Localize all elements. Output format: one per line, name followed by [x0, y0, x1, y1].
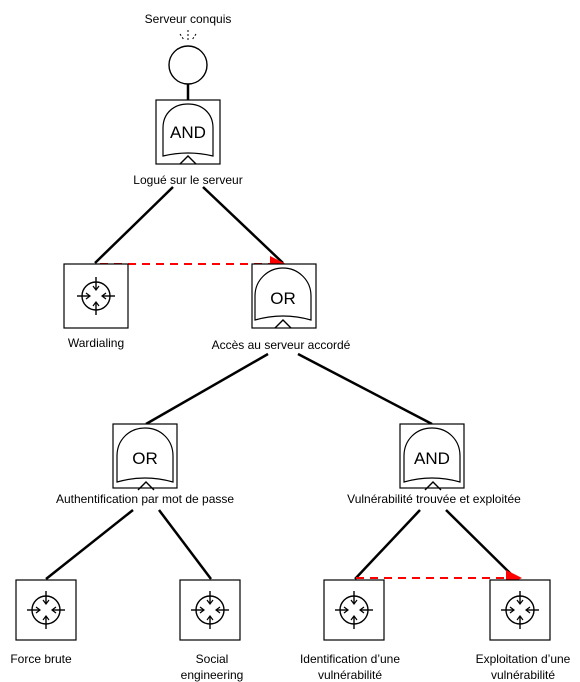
- gate-label: Vulnérabilité trouvée et exploitée: [347, 492, 521, 506]
- edge-logue-wardialing: [94, 186, 174, 264]
- gate-type-label: AND: [414, 449, 450, 468]
- edge-acces-vuln: [297, 352, 433, 426]
- leaf-wardialing: Wardialing: [63, 263, 129, 350]
- leaf-label: Force brute: [10, 652, 72, 666]
- leaf-label: Wardialing: [68, 336, 124, 350]
- gate-label: Authentification par mot de passe: [56, 492, 234, 506]
- edge-acces-auth: [145, 352, 269, 426]
- leaf-label-line2: vulnérabilité: [318, 668, 382, 682]
- edge-auth-forcebrute: [45, 509, 134, 580]
- gate-acces: OR Accès au serveur accordé: [212, 263, 351, 352]
- gate-label: Accès au serveur accordé: [212, 338, 351, 352]
- tree-edges: [45, 84, 517, 580]
- leaf-label-line1: Exploitation d’une: [476, 652, 571, 666]
- root-node: Serveur conquis: [145, 12, 232, 85]
- leaf-force-brute: Force brute: [10, 579, 77, 666]
- edge-vuln-identification: [354, 509, 421, 580]
- leaf-frame: [323, 579, 385, 641]
- leaf-label-line2: vulnérabilité: [491, 668, 555, 682]
- leaf-exploitation: Exploitation d’une vulnérabilité: [476, 579, 571, 682]
- gate-type-label: AND: [170, 123, 206, 142]
- root-circle: [168, 45, 208, 85]
- gate-auth: OR Authentification par mot de passe: [56, 423, 234, 506]
- leaf-label-line1: Social: [196, 652, 229, 666]
- leaf-identification: Identification d’une vulnérabilité: [300, 579, 400, 682]
- gate-label: Logué sur le serveur: [133, 173, 242, 187]
- edge-logue-acces: [202, 186, 284, 264]
- gate-type-label: OR: [270, 289, 296, 308]
- root-label: Serveur conquis: [145, 12, 232, 26]
- edge-auth-social: [158, 509, 212, 580]
- edge-vuln-exploitation: [445, 509, 517, 580]
- leaf-label-line1: Identification d’une: [300, 652, 400, 666]
- goal-sparkle-icon: [179, 30, 197, 41]
- leaf-social-engineering: Social engineering: [179, 579, 244, 682]
- gate-type-label: OR: [132, 449, 158, 468]
- gate-logue: AND Logué sur le serveur: [133, 99, 243, 187]
- gate-vuln: AND Vulnérabilité trouvée et exploitée: [347, 423, 521, 506]
- leaf-label-line2: engineering: [181, 668, 244, 682]
